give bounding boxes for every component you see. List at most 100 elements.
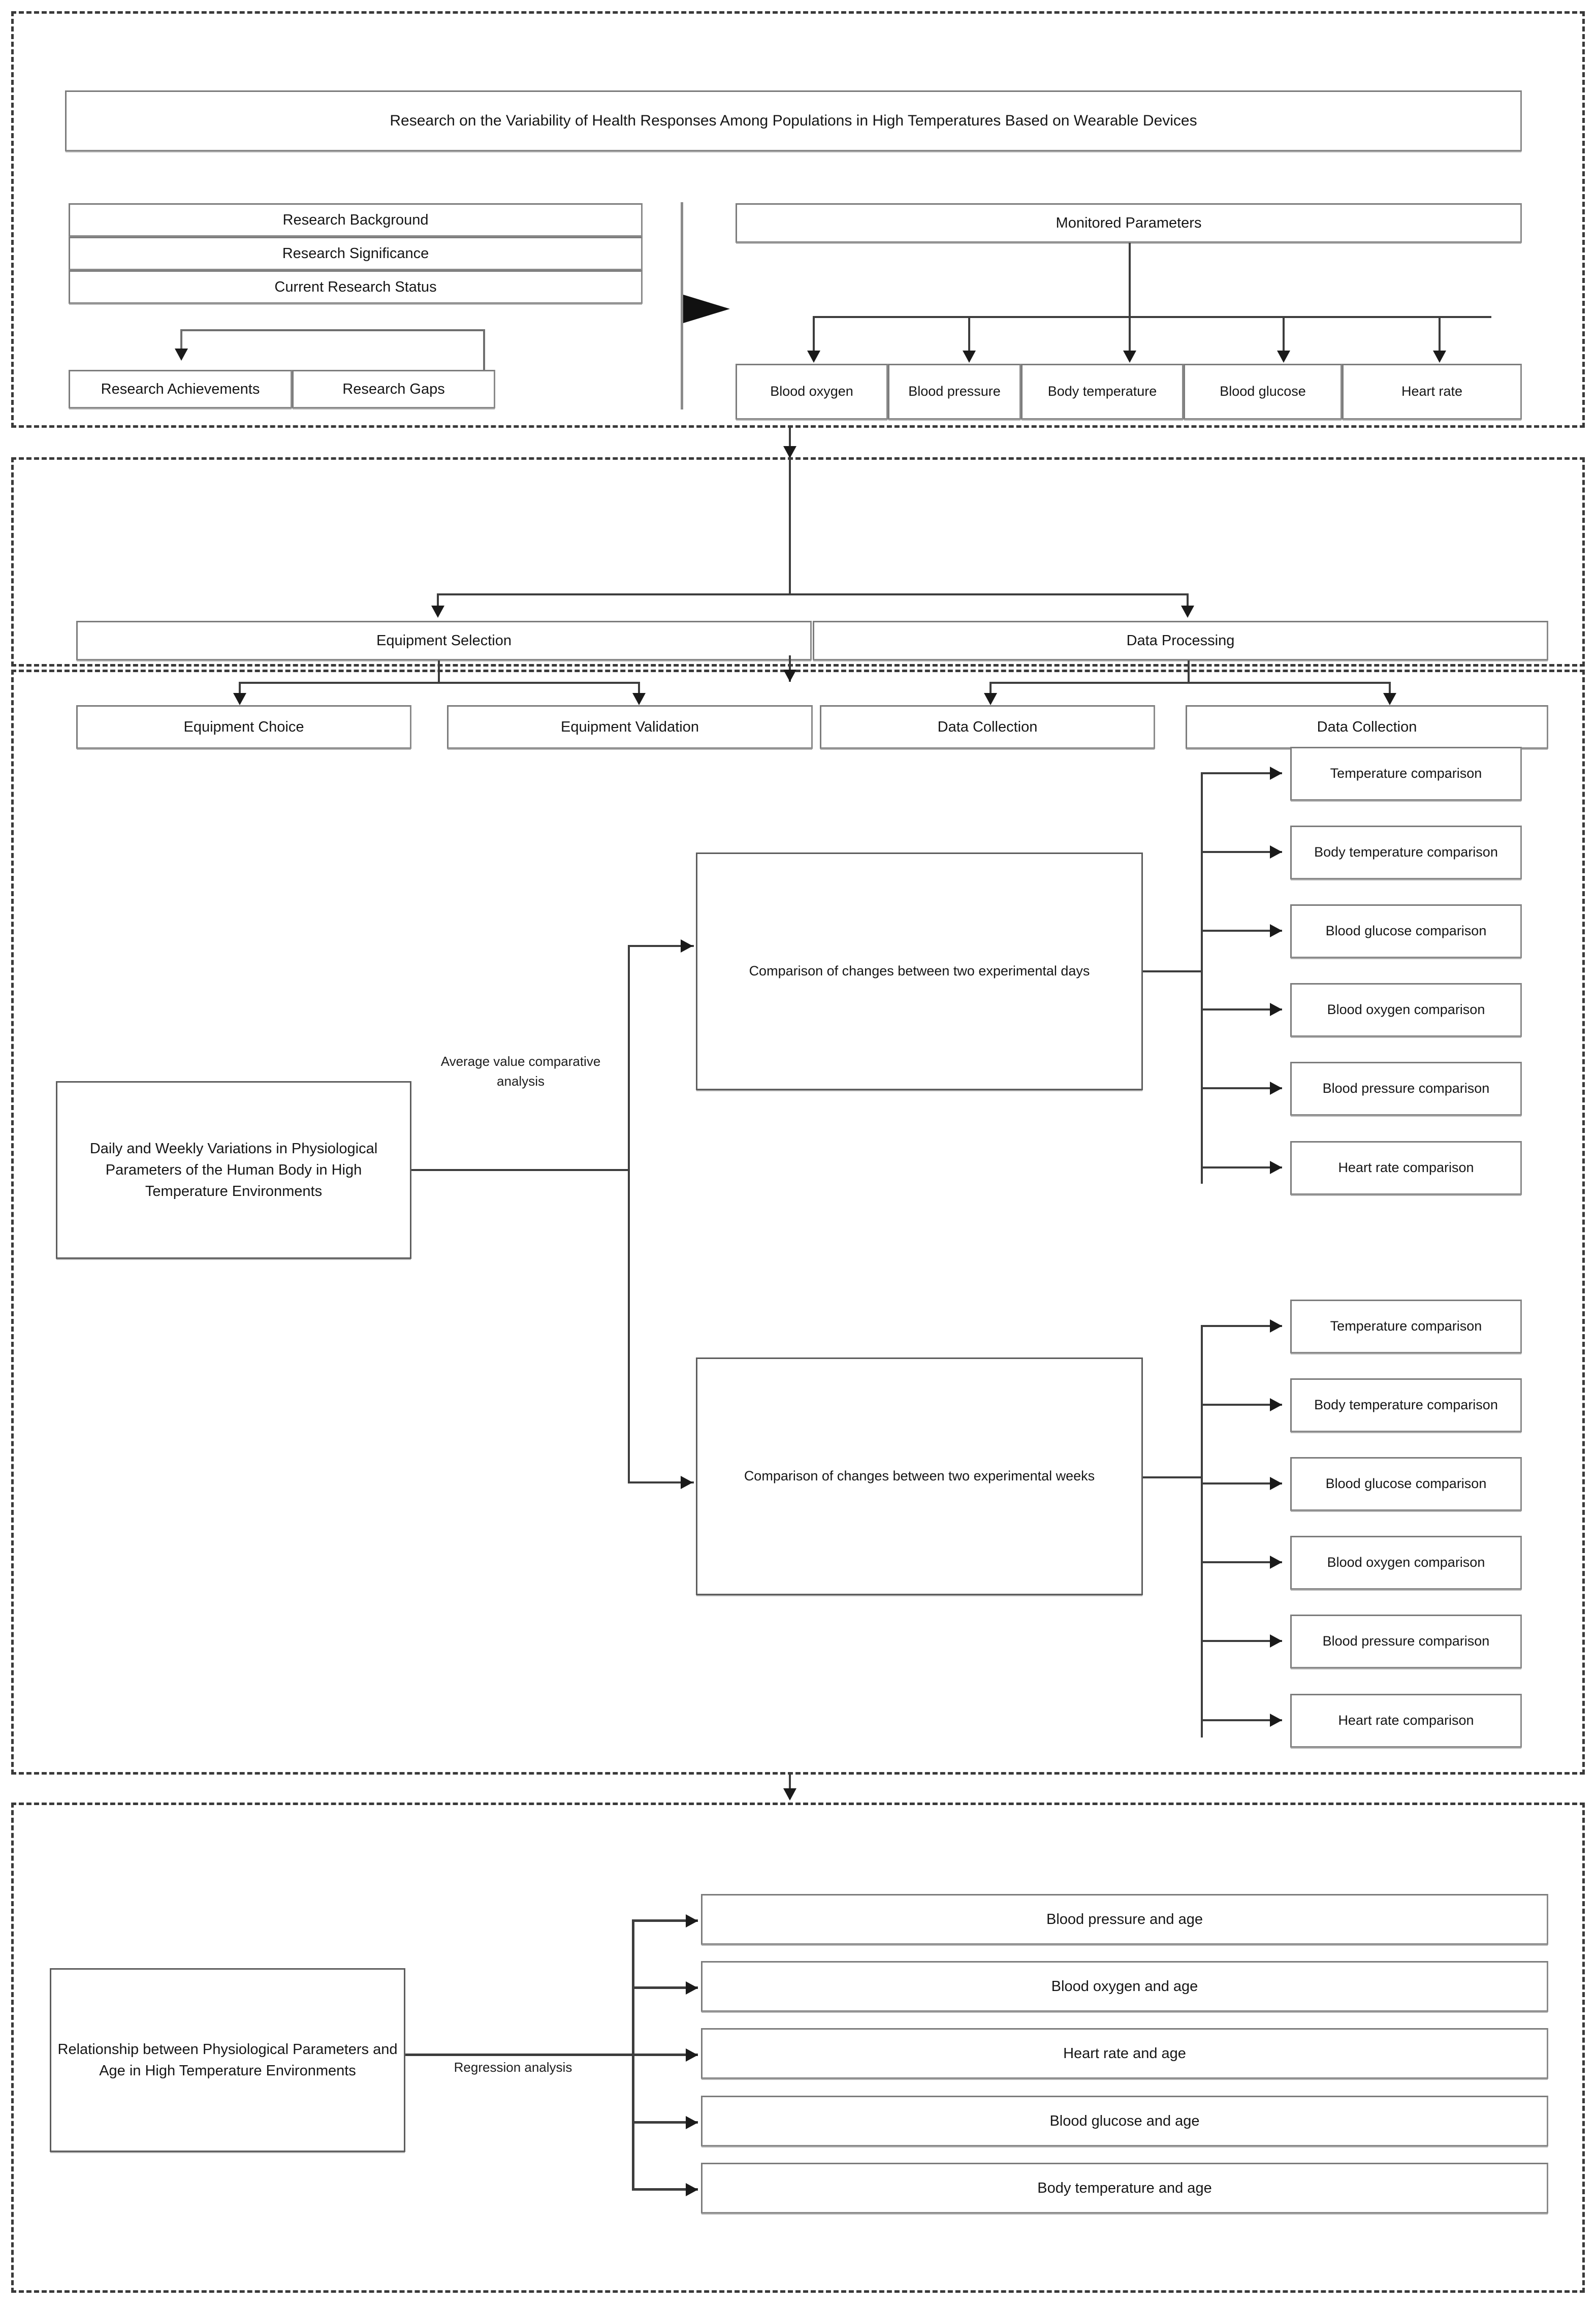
node-data-collection-1: Data Collection [820,705,1155,749]
connector-week-cmp-1 [1201,1325,1282,1327]
arrowhead-blood-glucose [1277,351,1290,363]
arrowhead-day-cmp-6 [1270,1161,1282,1174]
connector-drop-blood-glucose [1283,316,1285,353]
node-daily-weekly-variations: Daily and Weekly Variations in Physiolog… [56,1081,411,1259]
connector-relation-5 [632,2188,698,2191]
connector-day-cmp-3 [1201,930,1282,932]
node-label: Blood glucose and age [1049,2112,1200,2129]
node-label: Monitored Parameters [1056,214,1202,231]
node-week-blood-pressure-comparison: Blood pressure comparison [1290,1615,1522,1668]
connector-section2-bus [437,593,1189,595]
node-label: Blood pressure comparison [1322,1633,1490,1649]
node-label: Equipment Selection [376,632,512,649]
node-parameter-blood-glucose: Blood glucose [1184,364,1342,420]
section-3-frame [11,670,1585,1775]
node-label: Blood glucose [1220,384,1306,399]
arrowhead-day-cmp-3 [1270,924,1282,937]
node-week-temperature-comparison: Temperature comparison [1290,1300,1522,1353]
section-4-frame [11,1803,1585,2293]
arrowhead-blood-oxygen [807,351,820,363]
connector-relation-1 [632,1919,698,1922]
node-label: Blood oxygen [770,384,853,399]
node-label: Data Collection [1317,718,1417,735]
node-equipment-choice: Equipment Choice [76,705,411,749]
arrowhead-section4 [783,1788,796,1800]
node-monitored-parameters: Monitored Parameters [736,203,1522,243]
connector-drop-blood-pressure [968,316,970,353]
node-day-blood-oxygen-comparison: Blood oxygen comparison [1290,983,1522,1037]
arrowhead-days-box [681,939,693,953]
connector-parameters-bus [813,316,1491,318]
connector-weeks-spine [1201,1325,1203,1738]
section1-column-divider [681,202,683,409]
connector-relationship-trunk [405,2054,634,2056]
connector-relation-4 [632,2121,698,2124]
node-data-processing: Data Processing [813,621,1548,660]
node-label: Blood glucose comparison [1325,923,1487,939]
node-label: Data Collection [937,718,1038,735]
arrowhead-week-cmp-4 [1270,1556,1282,1569]
connector-drop-data-collection-2 [1389,682,1391,695]
connector-relation-2 [632,1986,698,1989]
connector-drop-equipment-validation [638,682,640,695]
connector-day-cmp-4 [1201,1008,1282,1010]
arrowhead-relation-4 [686,2116,698,2129]
arrowhead-relation-5 [686,2183,698,2196]
node-week-blood-oxygen-comparison: Blood oxygen comparison [1290,1536,1522,1590]
connector-equipment-selection-stub [438,660,440,684]
node-label: Heart rate and age [1063,2045,1186,2062]
connector-root-split [628,945,630,1483]
node-blood-glucose-and-age: Blood glucose and age [701,2096,1548,2146]
node-equipment-selection: Equipment Selection [76,621,812,660]
arrowhead-equipment-selection [431,606,444,618]
node-label: Comparison of changes between two experi… [749,963,1090,979]
node-parameter-heart-rate: Heart rate [1342,364,1522,420]
node-label: Blood pressure [908,384,1001,399]
node-blood-oxygen-and-age: Blood oxygen and age [701,1961,1548,2012]
connector-weeks-out [1143,1476,1203,1478]
node-label: Blood glucose comparison [1325,1476,1487,1492]
arrowhead-week-cmp-2 [1270,1398,1282,1411]
node-label: Temperature comparison [1330,1318,1482,1334]
node-label: Comparison of changes between two experi… [744,1468,1095,1484]
node-body-temperature-and-age: Body temperature and age [701,2163,1548,2214]
connector-day-cmp-6 [1201,1166,1282,1168]
node-current-research-status: Current Research Status [69,270,643,304]
connector-relation-3 [632,2054,698,2056]
connector-drop-body-temperature [1129,316,1131,353]
connector-week-cmp-4 [1201,1561,1282,1563]
arrowhead-week-cmp-5 [1270,1634,1282,1648]
connector-day-cmp-5 [1201,1087,1282,1089]
node-label: Equipment Choice [183,718,304,735]
node-label: Blood oxygen comparison [1327,1555,1485,1570]
connector-drop-data-collection-1 [989,682,992,695]
edge-label-average-value: Average value comparative analysis [440,1054,601,1089]
connector-week-cmp-6 [1201,1719,1282,1721]
section-1-frame [11,11,1585,428]
node-research-background: Research Background [69,203,643,237]
node-label: Relationship between Physiological Param… [57,2041,398,2079]
connector-achievements-drop [180,329,182,351]
connector-section3-to-section4 [789,1775,791,1799]
node-label: Data Processing [1126,632,1235,649]
connector-drop-equipment-choice [239,682,241,695]
node-label: Heart rate comparison [1338,1160,1474,1176]
node-day-body-temperature-comparison: Body temperature comparison [1290,826,1522,879]
arrowhead-equipment-validation [632,693,646,705]
node-research-gaps: Research Gaps [292,370,495,408]
node-label: Blood pressure and age [1046,1911,1203,1928]
connector-gaps-drop [483,329,485,370]
arrowhead-relation-3 [686,2048,698,2062]
node-equipment-validation: Equipment Validation [447,705,813,749]
arrowhead-weeks-box [681,1476,693,1489]
connector-status-bracket [180,329,485,331]
connector-parameters-trunk [1129,243,1131,318]
node-label: Blood oxygen and age [1051,1978,1198,1995]
node-research-achievements: Research Achievements [69,370,292,408]
arrowhead-week-cmp-6 [1270,1714,1282,1727]
arrowhead-day-cmp-5 [1270,1082,1282,1095]
connector-drop-equipment-selection [437,593,439,608]
node-label: Body temperature [1047,384,1157,399]
connector-week-cmp-3 [1201,1482,1282,1484]
